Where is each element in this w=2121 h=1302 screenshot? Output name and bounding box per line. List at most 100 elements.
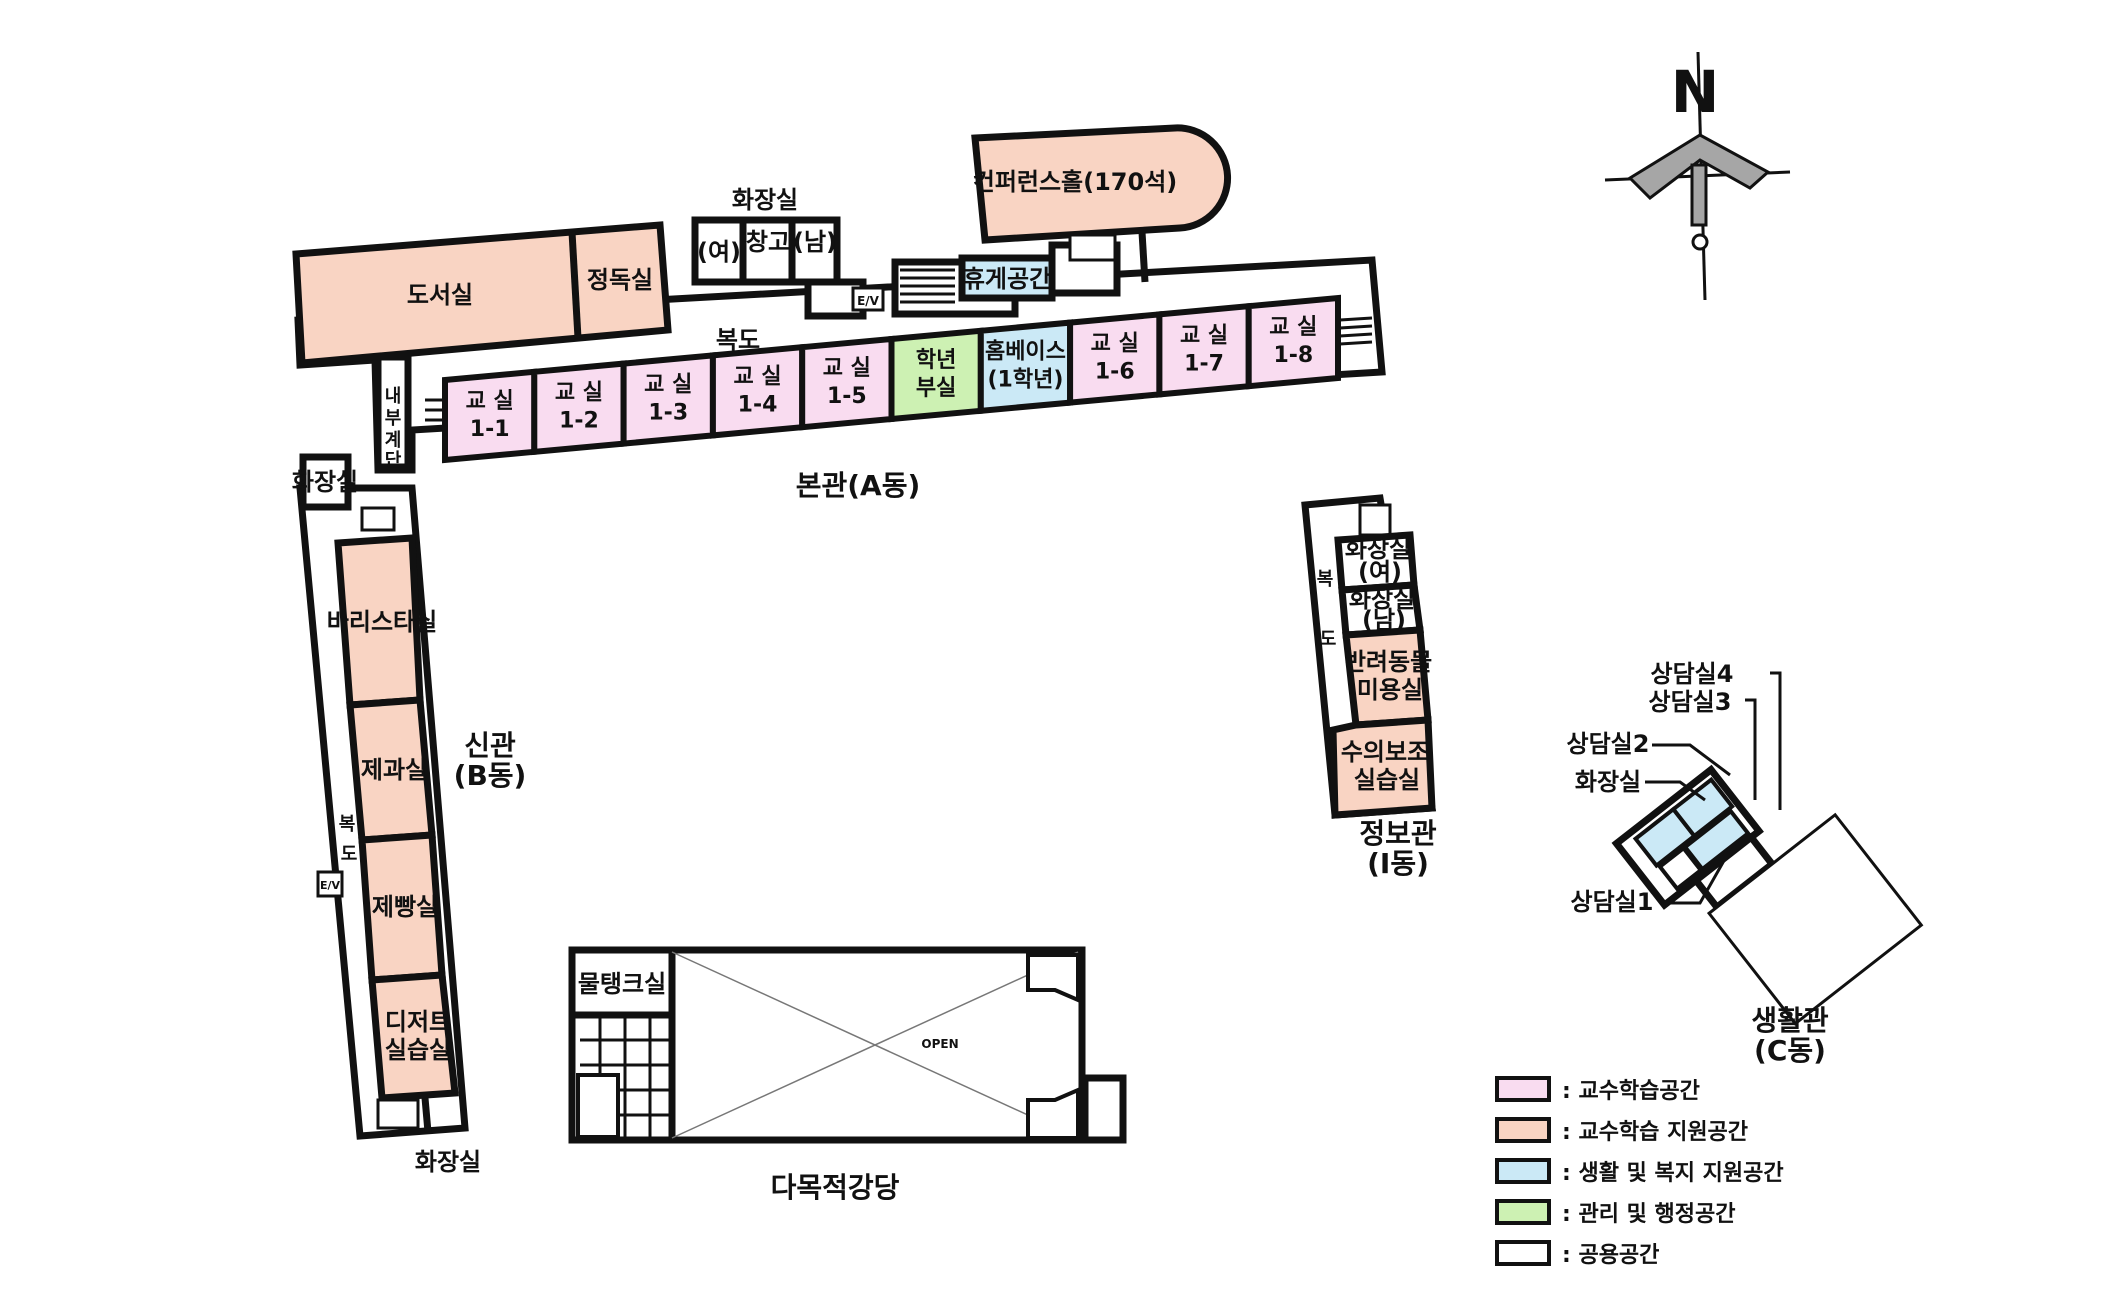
counsel-room-1-label: 상담실1	[1571, 888, 1654, 916]
classroom-1-7-label-line1: 교 실	[1180, 323, 1228, 348]
east-stair-hatch	[1339, 316, 1373, 346]
classroom-1-6-room	[1067, 311, 1163, 406]
classroom-1-7-label-line2: 1-7	[1184, 351, 1224, 376]
info-stair	[1358, 503, 1392, 537]
info-toilet-male-label-2: (남)	[1362, 606, 1406, 634]
leader-c3	[1745, 698, 1757, 800]
vet-practice-room	[1329, 716, 1436, 819]
west-stair-hatch	[425, 398, 445, 432]
grade-office-label-line1: 학년	[916, 348, 956, 373]
auditorium-annex	[1081, 1074, 1127, 1144]
lounge-room	[958, 254, 1056, 302]
counsel-room-3-label: 상담실3	[1649, 688, 1732, 716]
homebase-label-line2: (1학년)	[987, 368, 1063, 393]
north-arrow-icon	[1627, 133, 1771, 200]
inner-stair-char-3: 계	[385, 430, 402, 451]
inner-stair-char-4: 단	[385, 450, 402, 471]
legend-swatch	[1495, 1158, 1551, 1184]
classroom-1-1-label-line2: 1-1	[470, 417, 510, 442]
info-toilet-female-label-1: 화장실	[1345, 535, 1411, 563]
compass-north-letter: N	[1671, 58, 1720, 126]
elevator-box	[851, 286, 885, 312]
leader-c4	[1770, 671, 1782, 810]
counsel-room-4-label: 상담실4	[1651, 660, 1734, 688]
counsel-room-2-label: 상담실2	[1567, 730, 1650, 758]
legend-swatch	[1495, 1117, 1551, 1143]
life-toilet-label: 화장실	[1575, 768, 1641, 796]
info-building-title-2: (I동)	[1367, 847, 1429, 880]
main-building: 도서실 정독실 화장실 (여) 창고 (남) E/V 휴게공간 컨퍼런스홀(17…	[292, 124, 1386, 502]
legend-swatch	[1495, 1199, 1551, 1225]
life-building-title-2: (C동)	[1754, 1034, 1826, 1067]
classroom-1-3-label-line2: 1-3	[648, 401, 688, 426]
dessert-room	[368, 971, 459, 1102]
elevator-label: E/V	[857, 294, 880, 308]
legend-label: : 공용공간	[1562, 1243, 1659, 1268]
new-building-title-2: (B동)	[454, 759, 527, 792]
classroom-row: 교 실1-1교 실1-2교 실1-3교 실1-4교 실1-5학년부실홈베이스(1…	[442, 294, 1341, 464]
classroom-1-1-label-line1: 교 실	[466, 389, 514, 414]
homebase-label-line1: 홈베이스	[985, 340, 1066, 365]
classroom-1-4-label-line2: 1-4	[738, 392, 778, 417]
new-building-title-1: 신관	[464, 729, 516, 762]
life-building-title-1: 생활관	[1751, 1004, 1829, 1037]
inner-stair-shaft	[374, 353, 412, 471]
top-toilet-label: 화장실	[732, 186, 798, 214]
new-building: 화장실 바리스타실 제과실 제빵실 디저트 실습실 복 도 E/V 화장실 신관…	[292, 453, 527, 1176]
bread-label: 제빵실	[372, 893, 438, 921]
legend-swatch	[1495, 1240, 1551, 1266]
dessert-label-2: 실습실	[385, 1036, 451, 1064]
leader-toilet	[1645, 780, 1706, 802]
toilet-female-label: (여)	[697, 238, 741, 266]
counsel-room-1	[1682, 808, 1751, 872]
classroom-1-6-label-line2: 1-6	[1095, 360, 1135, 385]
storage-label: 창고	[746, 228, 790, 256]
lounge-label: 휴게공간	[963, 265, 1051, 293]
classroom-1-2-room	[531, 360, 627, 456]
classroom-1-3-label-line1: 교 실	[644, 373, 692, 398]
library-divider	[568, 231, 582, 339]
info-building: 화장실 (여) 화장실 (남) 복 도 반려동물 미용실 수의보조 실습실 정보…	[1301, 494, 1437, 880]
new-elevator-box	[316, 870, 344, 898]
north-compass: N	[1604, 51, 1791, 301]
classroom-1-2-label-line2: 1-2	[559, 409, 599, 434]
new-bottom-stair	[376, 1098, 420, 1130]
legend-swatch	[1495, 1076, 1551, 1102]
new-corridor-char-2: 도	[341, 844, 358, 865]
classroom-1-7-room	[1156, 302, 1252, 398]
stage-notch-bottom	[1026, 1086, 1080, 1140]
reading-room-label: 정독실	[587, 266, 653, 294]
auditorium-grid	[580, 1018, 670, 1138]
classroom-1-5-room	[799, 335, 895, 431]
stage-notch-top	[1026, 953, 1080, 1004]
bakery-label: 제과실	[361, 756, 427, 784]
classroom-1-4-label-line1: 교 실	[733, 364, 781, 389]
legend-label: : 교수학습공간	[1562, 1079, 1700, 1104]
dessert-label-1: 디저트	[385, 1008, 451, 1036]
info-building-title-1: 정보관	[1359, 817, 1437, 850]
auditorium-stair	[576, 1073, 620, 1139]
life-building: 상담실4 상담실3 상담실2 화장실 상담실1 생활관 (C동)	[1567, 660, 1924, 1067]
info-corridor-char-2: 도	[1320, 629, 1337, 650]
classroom-1-8-label-line2: 1-8	[1273, 343, 1313, 368]
main-building-title: 본관(A동)	[796, 469, 921, 502]
info-corridor-char-1: 복	[1317, 569, 1334, 590]
top-toilet-block	[691, 216, 841, 286]
classroom-1-5-label-line2: 1-5	[827, 384, 867, 409]
homebase-room	[977, 319, 1074, 415]
compass-stem	[1690, 163, 1708, 227]
info-toilet-female-label-2: (여)	[1358, 558, 1402, 586]
toilet-male-label: (남)	[793, 228, 837, 256]
classroom-1-1-room	[442, 368, 538, 464]
vet-practice-label-2: 실습실	[1354, 766, 1420, 794]
info-toilet-male-label-1: 화장실	[1349, 585, 1415, 613]
conference-hall	[971, 124, 1232, 244]
auditorium: 물탱크실 OPEN 다목적강당	[568, 946, 1127, 1204]
conference-hall-label: 컨퍼런스홀(170석)	[973, 168, 1178, 196]
vet-practice-label-1: 수의보조	[1341, 738, 1429, 766]
classroom-1-5-label-line1: 교 실	[823, 356, 871, 381]
color-legend: : 교수학습공간: 교수학습 지원공간: 생활 및 복지 지원공간: 관리 및 …	[1495, 1076, 1784, 1268]
classroom-1-4-room	[709, 343, 806, 439]
legend-label: : 교수학습 지원공간	[1562, 1120, 1748, 1145]
